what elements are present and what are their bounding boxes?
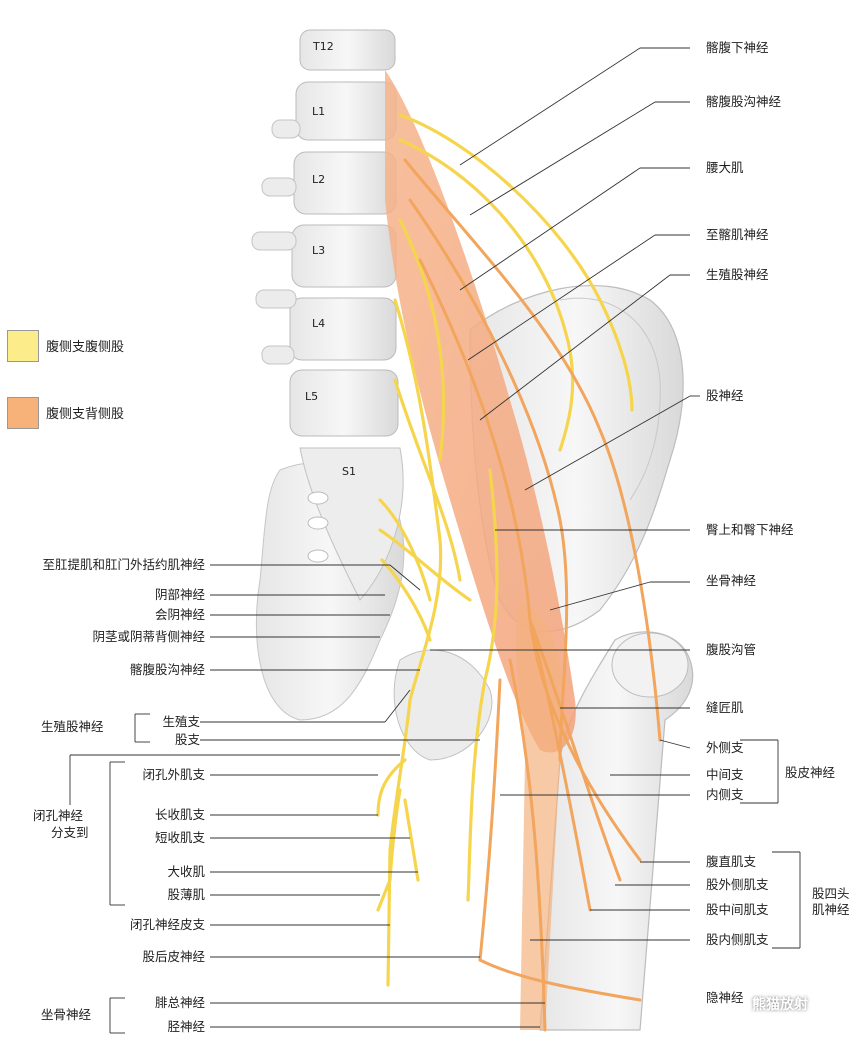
- label-sartorius: 缝匠肌: [706, 700, 744, 715]
- vertebra-label-s1: S1: [342, 465, 356, 478]
- label-posterior-femoral-cutaneous: 股后皮神经: [142, 949, 205, 964]
- label-femoral: 股神经: [706, 388, 744, 403]
- legend-label-dorsal: 腹侧支背侧股: [46, 407, 125, 422]
- vertebra-label-l3: L3: [312, 244, 326, 257]
- vertebra-label-l4: L4: [312, 317, 326, 330]
- label-perineal: 会阴神经: [154, 607, 205, 622]
- femur-bone: [539, 631, 694, 1031]
- label-gluteal: 臀上和臀下神经: [706, 522, 794, 537]
- label-obturator-group-2: 分支到: [51, 825, 89, 840]
- label-quadriceps-group-1: 股四头: [812, 886, 850, 901]
- label-sciatic: 坐骨神经: [706, 573, 757, 588]
- psoas-muscle: [385, 70, 576, 753]
- label-genitofemoral: 生殖股神经: [706, 267, 769, 282]
- label-pudendal: 阴部神经: [154, 587, 205, 602]
- label-adductor-brevis: 短收肌支: [154, 830, 205, 845]
- label-middle-branch: 中间支: [706, 767, 744, 782]
- label-adductor-magnus: 大收肌: [167, 864, 205, 879]
- label-rectus-branch: 腹直肌支: [706, 854, 757, 869]
- watermark: 熊猫放射: [752, 997, 808, 1013]
- label-obturator-externus: 闭孔外肌支: [142, 767, 205, 782]
- label-saphenous: 隐神经: [706, 990, 744, 1005]
- legend-label-ventral: 腹侧支腹侧股: [46, 340, 125, 355]
- vertebra-label-l2: L2: [312, 173, 326, 186]
- label-dorsal-penis: 阴茎或阴蒂背侧神经: [92, 629, 205, 644]
- label-ilioinguinal: 髂腹股沟神经: [706, 94, 782, 109]
- label-cutaneous-group: 股皮神经: [785, 765, 836, 780]
- vertebra-label-t12: T12: [313, 40, 334, 53]
- label-genital-branch: 生殖支: [162, 714, 200, 729]
- legend-swatch-ventral: [7, 330, 39, 362]
- spine: [251, 29, 404, 601]
- vertebra-label-l5: L5: [305, 390, 319, 403]
- dorsal-nerves: [403, 158, 662, 1032]
- label-gracilis: 股薄肌: [167, 887, 205, 902]
- label-quadriceps-group-2: 肌神经: [812, 902, 850, 917]
- label-iliacus-nerve: 至髂肌神经: [706, 227, 769, 242]
- vertebra-label-l1: L1: [312, 105, 326, 118]
- label-levator-ani-nerve: 至肛提肌和肛门外括约肌神经: [42, 557, 205, 572]
- label-iliohypogastric: 髂腹下神经: [706, 40, 769, 55]
- label-tibial: 胫神经: [167, 1019, 205, 1034]
- label-inguinal-canal: 腹股沟管: [706, 642, 757, 657]
- label-femoral-branch: 股支: [174, 732, 200, 747]
- label-common-peroneal: 腓总神经: [154, 995, 205, 1010]
- label-vastus-medialis-branch: 股内侧肌支: [706, 932, 769, 947]
- label-vastus-lateralis-branch: 股外侧肌支: [706, 877, 769, 892]
- label-ilioinguinal-lower: 髂腹股沟神经: [129, 662, 205, 677]
- label-lateral-branch: 外侧支: [706, 740, 744, 755]
- ventral-nerves: [376, 113, 634, 987]
- label-sciatic-group: 坐骨神经: [41, 1007, 92, 1022]
- label-vastus-intermedius-branch: 股中间肌支: [706, 902, 769, 917]
- leader-lines: [69, 47, 801, 1034]
- label-obturator-cutaneous: 闭孔神经皮支: [129, 917, 205, 932]
- label-obturator-group-1: 闭孔神经: [33, 808, 84, 823]
- label-adductor-longus: 长收肌支: [154, 807, 205, 822]
- label-psoas: 腰大肌: [706, 160, 744, 175]
- label-medial-branch: 内侧支: [706, 787, 744, 802]
- legend-swatch-dorsal: [7, 397, 39, 429]
- label-genitofemoral-group: 生殖股神经: [41, 719, 104, 734]
